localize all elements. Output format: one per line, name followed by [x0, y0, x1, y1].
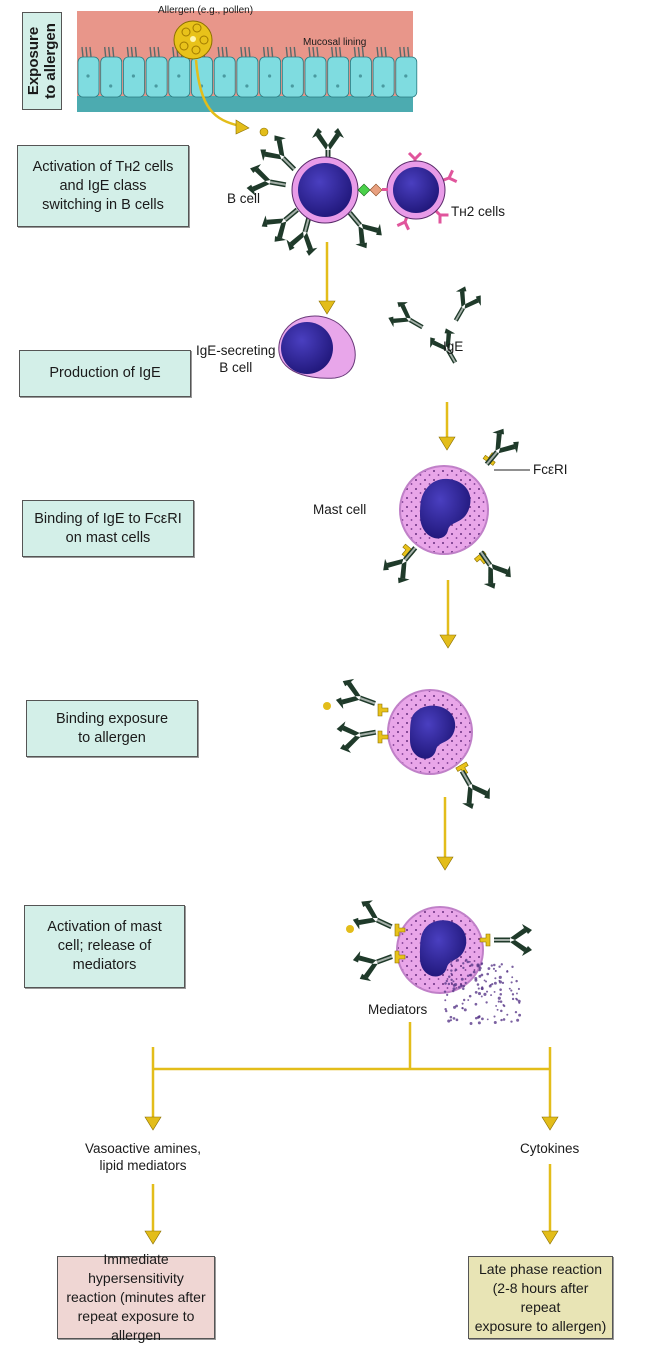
epithelial-cell [123, 46, 145, 98]
label-line: B cell [219, 360, 253, 375]
outcome-late-box: Late phase reaction (2-8 hours after repe… [468, 1256, 613, 1339]
allergen-path-arrow [194, 59, 241, 128]
allergen-label: Allergen (e.g., pollen) [158, 5, 254, 16]
fceri-label: FcεRI [533, 462, 568, 477]
outcome-text-line: Late phase reaction [479, 1260, 602, 1277]
step-activation-th2-box: Activation of Tʜ2 cells and IgE class swit… [17, 145, 189, 227]
label-line: Vasoactive amines, [85, 1141, 202, 1156]
mhc-tcr-interaction-icon [357, 183, 383, 197]
step-text-line: mediators [72, 957, 137, 973]
arrow-to-late [541, 1164, 559, 1245]
arrow-to-mast-cell [438, 402, 456, 451]
label-line: lipid mediators [99, 1158, 187, 1173]
epithelial-cell [168, 46, 191, 98]
vasoactive-amines-label: Vasoactive amines, lipid mediators [85, 1140, 201, 1174]
epithelial-cell [100, 46, 123, 98]
epithelial-cell [259, 46, 282, 98]
step-text-line: Binding exposure [55, 710, 169, 727]
epithelial-cell [304, 46, 327, 98]
step-binding-exposure-box: Binding exposure to allergen [26, 700, 198, 757]
ige-secreting-b-cell-icon [278, 315, 356, 379]
epithelial-cell [349, 46, 372, 98]
step-text-line: Activation of mast [47, 919, 162, 935]
cytokines-label: Cytokines [520, 1141, 580, 1156]
ige-antibodies-icon [385, 283, 486, 370]
label-line: IgE-secreting [196, 343, 276, 358]
epithelial-cell [372, 46, 395, 98]
epithelial-cell [395, 46, 418, 98]
step-text-line: cell; release of [57, 938, 152, 954]
epithelial-cell [281, 46, 304, 98]
step-text-line: switching in B cells [42, 196, 164, 213]
epithelial-cell [213, 46, 236, 98]
mast-cell-label: Mast cell [313, 502, 367, 517]
branch-connector [153, 1022, 550, 1071]
outcome-text-line: (2-8 hours after repeat [492, 1279, 589, 1315]
outcome-immediate-box: Immediate hypersensitivity reaction (minu… [57, 1251, 215, 1343]
arrow-to-allergen-binding [439, 580, 457, 649]
th2-cells-label: Tʜ2 cells [451, 204, 505, 219]
arrowhead-icon [235, 119, 250, 135]
antigen-particle [259, 127, 269, 137]
arrow-to-immediate [144, 1184, 162, 1245]
outcome-text-line: repeat exposure to allergen [77, 1308, 195, 1343]
arrow-to-cytokines [541, 1047, 559, 1131]
arrow-to-vasoactive [144, 1047, 162, 1131]
epithelial-cell [145, 46, 168, 98]
mucosal-lining-label: Mucosal lining [303, 37, 367, 48]
outcome-text-line: exposure to allergen) [474, 1317, 607, 1334]
step-text-line: on mast cells [65, 529, 151, 546]
outcome-text-line: Immediate hypersensitivity [88, 1251, 184, 1286]
step-production-ige-box: Production of IgE [19, 350, 191, 397]
mediator-granules [443, 958, 522, 1025]
mast-cell-allergen-bound-icon [323, 675, 495, 813]
mediators-label: Mediators [368, 1002, 428, 1017]
mast-cell-activated-icon [346, 896, 532, 1025]
step-text-line: Activation of Tʜ2 cells [32, 158, 174, 175]
b-cell-label: B cell [227, 191, 261, 206]
arrow-to-activation [436, 797, 454, 871]
b-cell-icon [245, 128, 387, 258]
ige-secreting-b-cell-label: IgE-secreting B cell [196, 342, 276, 376]
mucosal-lining [77, 11, 418, 112]
step-activation-mast-box: Activation of mast cell; release of mediat… [24, 905, 185, 988]
epithelial-cell [327, 46, 350, 98]
step-text-line: and IgE class [59, 177, 147, 194]
epithelial-cell [77, 46, 100, 98]
arrow-to-plasma-cell [318, 242, 336, 315]
th2-cell-icon [382, 151, 459, 232]
ige-label: IgE [443, 339, 464, 354]
epithelial-cell [236, 46, 259, 98]
mast-cell-icon [378, 424, 524, 593]
step-text-line: to allergen [78, 729, 146, 746]
step-text-line: Binding of IgE to FcεRI [34, 510, 182, 527]
outcome-text-line: reaction (minutes after [66, 1289, 206, 1305]
step-text-line: Production of IgE [49, 365, 161, 381]
allergen-pollen-icon [173, 20, 213, 60]
step-binding-fceri-box: Binding of IgE to FcεRI on mast cells [22, 500, 194, 557]
